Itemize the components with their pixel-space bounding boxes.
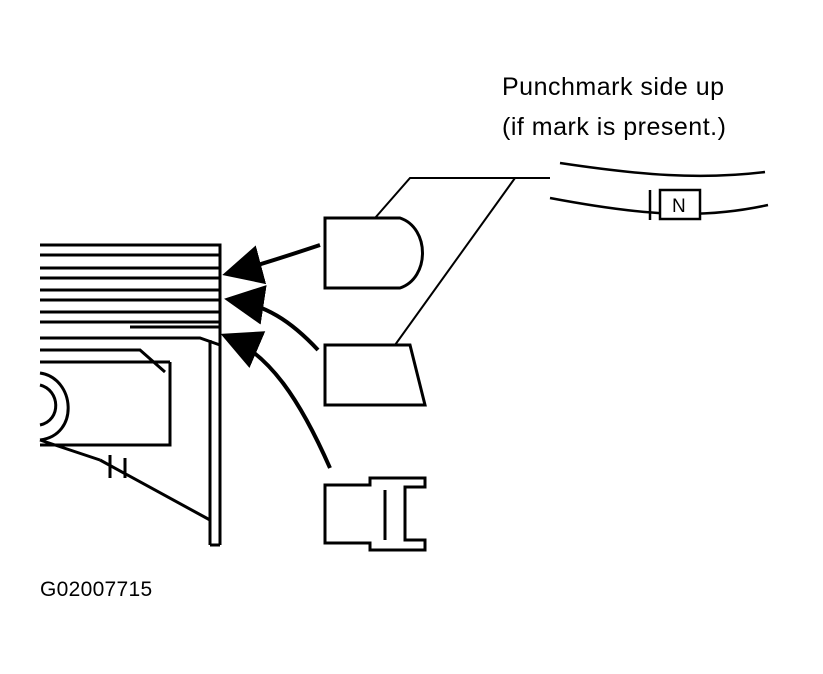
- groove-arrows: [220, 243, 332, 469]
- caption-line-1: Punchmark side up: [502, 73, 725, 101]
- leader-lines: [374, 177, 550, 346]
- punchmark-letter: N: [672, 196, 686, 217]
- ring-mark-detail: [549, 161, 769, 221]
- ring-profile-oil: [323, 476, 427, 552]
- arrow-to-top-groove: [222, 243, 321, 285]
- piston-cross-section: [39, 243, 222, 547]
- caption-line-2: (if mark is present.): [502, 113, 727, 141]
- arrow-to-second-groove: [224, 285, 320, 352]
- arrow-to-oil-groove: [220, 331, 332, 469]
- ring-profile-second: [323, 343, 427, 407]
- figure-id: G02007715: [40, 578, 153, 601]
- ring-profile-top: [323, 216, 424, 290]
- punchmark-box: [658, 188, 702, 221]
